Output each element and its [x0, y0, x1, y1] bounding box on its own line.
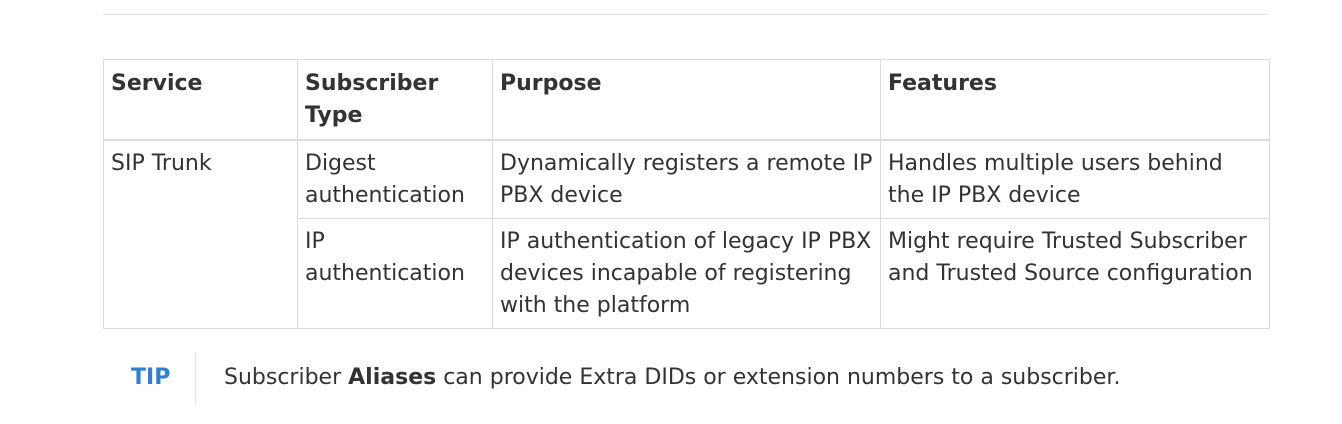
cell-subscriber-type: IP authentication [297, 218, 493, 329]
tip-text-bold: Aliases [348, 365, 437, 390]
header-features: Features [880, 59, 1270, 141]
cell-purpose: IP authentication of legacy IP PBX devic… [492, 218, 881, 329]
header-service: Service [103, 59, 298, 141]
tip-text: Subscriber Aliases can provide Extra DID… [196, 352, 1120, 404]
cell-subscriber-type: Digest authentication [297, 139, 493, 219]
services-table: Service Subscriber Type Purpose Features… [103, 59, 1270, 329]
cell-service: SIP Trunk [103, 139, 298, 329]
top-divider [103, 14, 1269, 15]
table-row: SIP Trunk Digest authentication Dynamica… [103, 139, 1270, 329]
header-subscriber-type: Subscriber Type [297, 59, 493, 141]
cell-purpose: Dynamically registers a remote IP PBX de… [492, 139, 881, 219]
tip-label: TIP [131, 352, 196, 404]
cell-features: Might require Trusted Subscriber and Tru… [880, 218, 1270, 329]
tip-text-after: can provide Extra DIDs or extension numb… [436, 365, 1121, 390]
tip-callout: TIP Subscriber Aliases can provide Extra… [131, 352, 1251, 404]
table-row: IP authentication IP authentication of l… [104, 218, 1270, 329]
table-header-row: Service Subscriber Type Purpose Features [103, 59, 1270, 141]
tip-text-before: Subscriber [224, 365, 349, 390]
cell-features: Handles multiple users behind the IP PBX… [880, 139, 1270, 219]
header-purpose: Purpose [492, 59, 881, 141]
